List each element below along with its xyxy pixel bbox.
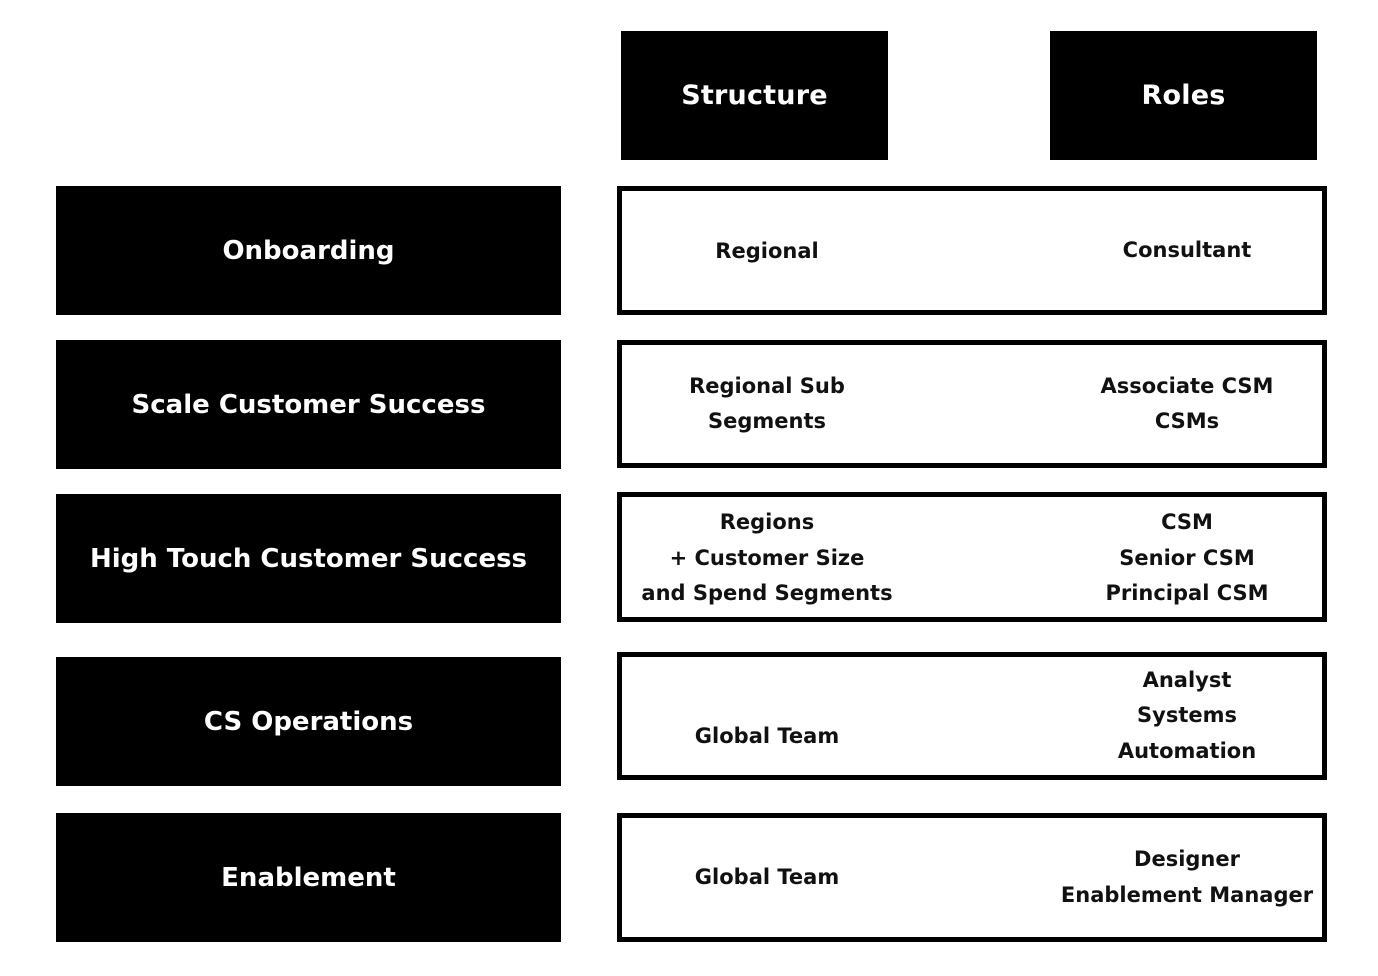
role-line: CSM bbox=[1161, 510, 1213, 535]
detail-box-enablement: Global Team Designer Enablement Manager bbox=[617, 813, 1327, 942]
structure-line: Global Team bbox=[694, 864, 840, 889]
role-line: Associate CSM bbox=[1100, 373, 1274, 398]
structure-line: + Customer Size bbox=[669, 545, 865, 570]
roles-cell: Analyst Systems Automation bbox=[1042, 657, 1332, 775]
structure-line: Segments bbox=[707, 409, 826, 433]
team-box-enablement: Enablement bbox=[56, 813, 561, 942]
roles-column-header: Roles bbox=[1050, 31, 1317, 160]
role-line: CSMs bbox=[1154, 409, 1220, 433]
team-box-scale-customer-success: Scale Customer Success bbox=[56, 340, 561, 469]
structure-cell: Global Team bbox=[622, 818, 912, 937]
role-line: Automation bbox=[1117, 738, 1257, 763]
detail-box-cs-operations: Global Team Analyst Systems Automation bbox=[617, 652, 1327, 780]
structure-line: Regions bbox=[719, 510, 815, 535]
detail-box-scale-customer-success: Regional Sub Segments Associate CSM CSMs bbox=[617, 340, 1327, 468]
role-line: Systems bbox=[1137, 703, 1237, 728]
structure-line: and Spend Segments bbox=[641, 581, 893, 606]
role-line: Analyst bbox=[1142, 667, 1232, 692]
team-box-cs-operations: CS Operations bbox=[56, 657, 561, 786]
roles-cell: Consultant bbox=[1042, 191, 1332, 310]
detail-box-high-touch-customer-success: Regions + Customer Size and Spend Segmen… bbox=[617, 492, 1327, 622]
role-line: Consultant bbox=[1122, 237, 1252, 262]
structure-line: Regional Sub bbox=[689, 373, 845, 398]
structure-line: Regional bbox=[715, 238, 819, 263]
roles-cell: Associate CSM CSMs bbox=[1042, 345, 1332, 463]
detail-box-onboarding: Regional Consultant bbox=[617, 186, 1327, 315]
roles-cell: Designer Enablement Manager bbox=[1042, 818, 1332, 937]
structure-cell: Regions + Customer Size and Spend Segmen… bbox=[622, 497, 912, 617]
structure-column-header: Structure bbox=[621, 31, 888, 160]
structure-cell: Regional Sub Segments bbox=[622, 345, 912, 463]
role-line: Senior CSM bbox=[1119, 545, 1255, 570]
structure-cell: Regional bbox=[622, 191, 912, 310]
role-line: Principal CSM bbox=[1105, 581, 1269, 606]
team-box-high-touch-customer-success: High Touch Customer Success bbox=[56, 494, 561, 623]
role-line: Designer bbox=[1134, 847, 1240, 871]
team-box-onboarding: Onboarding bbox=[56, 186, 561, 315]
structure-cell: Global Team bbox=[622, 657, 912, 775]
structure-line: Global Team bbox=[694, 724, 840, 749]
roles-cell: CSM Senior CSM Principal CSM bbox=[1042, 497, 1332, 617]
role-line: Enablement Manager bbox=[1060, 882, 1314, 907]
